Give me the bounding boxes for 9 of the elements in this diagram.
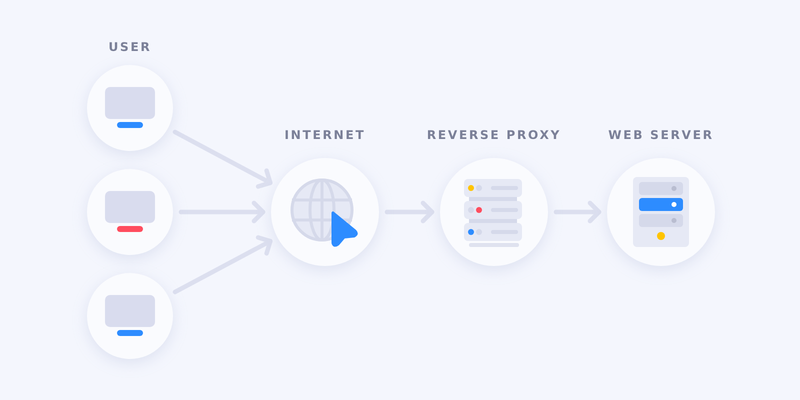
arrow xyxy=(178,200,266,224)
node-heading: REVERSE PROXY xyxy=(426,128,562,142)
arrow xyxy=(172,130,273,189)
node-heading: WEB SERVER xyxy=(608,128,714,142)
group-heading: USER xyxy=(108,40,152,54)
arrow xyxy=(554,200,602,224)
node-heading: INTERNET xyxy=(284,128,366,142)
arrow xyxy=(384,200,434,224)
arrow xyxy=(172,235,273,294)
